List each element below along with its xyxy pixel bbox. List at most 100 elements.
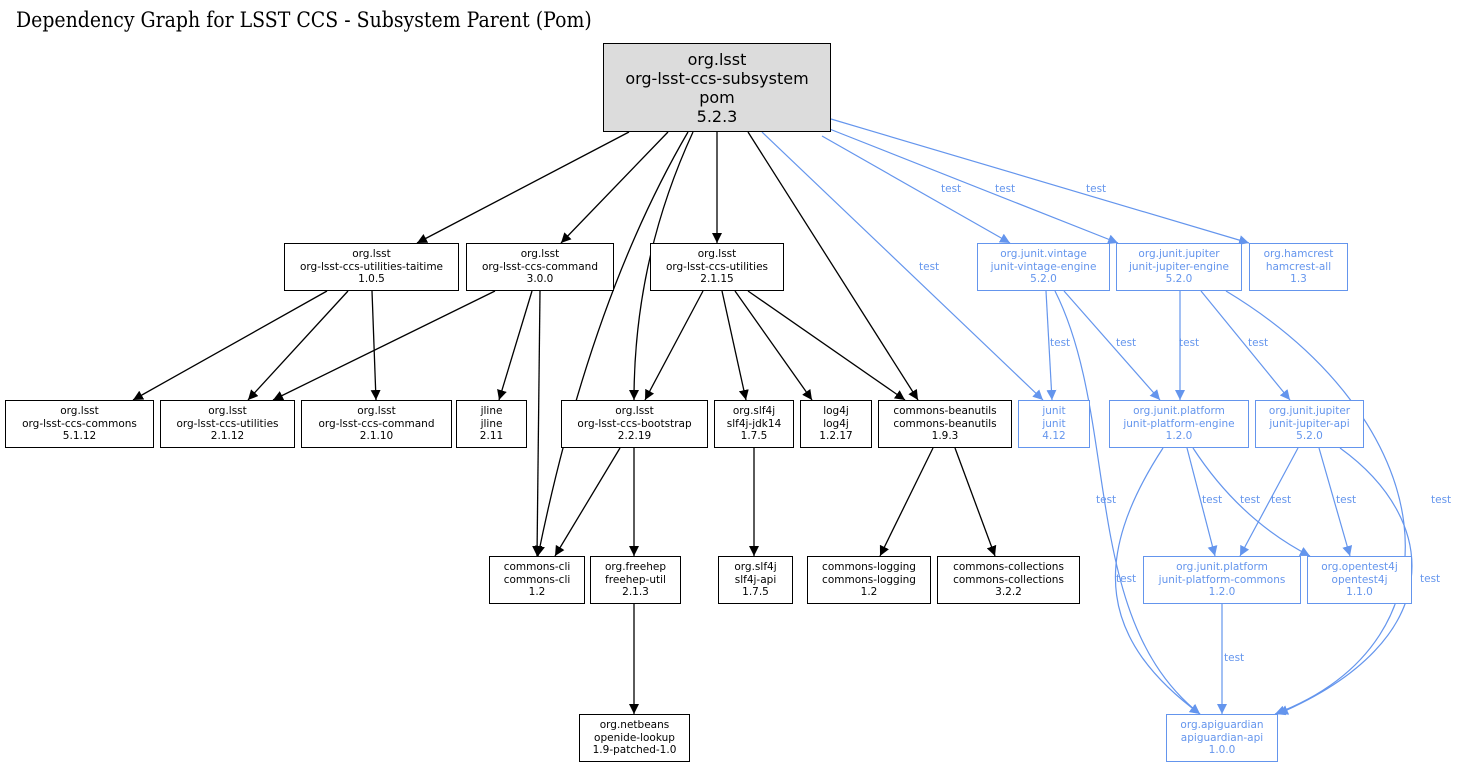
edge-scope-label: test: [1050, 337, 1071, 349]
node-group: org.lsst: [520, 248, 560, 261]
node-artifact: org-lsst-ccs-command: [318, 417, 435, 430]
node-version: 1.2: [860, 586, 878, 599]
node-artifact: org-lsst-ccs-utilities: [176, 417, 279, 430]
node-artifact: apiguardian-api: [1180, 731, 1264, 744]
edge-scope-label: test: [1086, 183, 1107, 195]
node-group: org.lsst: [208, 405, 247, 418]
dependency-edge: [560, 131, 669, 244]
node-group: log4j: [823, 405, 849, 418]
node-group: org.apiguardian: [1180, 719, 1264, 732]
node-version: 2.2.19: [617, 430, 652, 443]
dependency-edge: [272, 290, 496, 401]
edge-scope-label: test: [1248, 337, 1269, 349]
node-artifact: junit-jupiter-api: [1269, 417, 1350, 430]
node-version: 4.12: [1042, 430, 1066, 443]
node-version: 2.1.12: [210, 430, 245, 443]
node-artifact: commons-beanutils: [893, 417, 997, 430]
node-version: 5.1.12: [62, 430, 97, 443]
edge-scope-label: test: [1116, 573, 1137, 585]
node-group: org.opentest4j: [1321, 561, 1398, 574]
node-version: 1.2.17: [819, 430, 853, 443]
node-version: 5.2.0: [1030, 273, 1057, 286]
node-version: 1.2.0: [1208, 586, 1236, 599]
graph-title: Dependency Graph for LSST CCS - Subsyste…: [16, 8, 592, 32]
node-version: 1.9.3: [931, 430, 959, 443]
dependency-edge: [761, 131, 1044, 401]
node-group: org.junit.jupiter: [1268, 405, 1351, 418]
dependency-edge: [629, 131, 694, 401]
node-artifact: opentest4j: [1331, 573, 1388, 586]
node-version: 5.2.3: [696, 106, 738, 126]
node-artifact: org-lsst-ccs-utilities: [665, 260, 769, 273]
dependency-edge: [1186, 447, 1218, 557]
dependency-edge: [1114, 447, 1201, 715]
dependency-edge: [497, 290, 533, 401]
node-group: org.lsst: [615, 405, 654, 418]
dependency-edge: [879, 447, 934, 557]
node-group: org.lsst: [352, 248, 391, 261]
node-group: commons-beanutils: [893, 405, 997, 418]
edge-scope-label: test: [1240, 494, 1261, 506]
edge-scope-label: test: [919, 261, 940, 273]
dependency-edge: [1200, 290, 1291, 401]
node-group: org.lsst: [60, 405, 99, 418]
edge-scope-label: test: [1116, 337, 1137, 349]
edge-scope-label: test: [1179, 337, 1200, 349]
node-group: jline: [480, 405, 503, 418]
dependency-edge: [1045, 290, 1057, 401]
node-version: 2.11: [479, 430, 504, 443]
dependency-edge: [830, 118, 1250, 245]
dependency-edge: [747, 131, 919, 401]
node-version: 2.1.3: [622, 586, 649, 599]
dependency-edge: [1239, 447, 1299, 557]
node-version: 2.1.10: [359, 430, 394, 443]
edge-scope-label: test: [1096, 494, 1117, 506]
node-artifact: hamcrest-all: [1265, 260, 1332, 273]
node-group: org.slf4j: [734, 561, 777, 574]
node-version: 1.7.5: [740, 430, 768, 443]
edge-scope-label: test: [1224, 652, 1245, 664]
node-version: 1.2: [528, 586, 546, 599]
dependency-edge: [370, 290, 381, 401]
node-group: org.netbeans: [599, 719, 670, 732]
node-artifact: openide-lookup: [594, 731, 675, 744]
edge-scope-label: test: [1271, 494, 1292, 506]
node-artifact: org-lsst-ccs-bootstrap: [577, 417, 692, 430]
node-artifact: junit: [1042, 417, 1066, 430]
node-artifact: junit-platform-commons: [1158, 573, 1286, 586]
edge-scope-label: test: [941, 183, 962, 195]
edge-scope-label: test: [1202, 494, 1223, 506]
node-group: org.slf4j: [732, 405, 776, 418]
dependency-edge: [747, 290, 906, 401]
dependency-edge: [1318, 447, 1353, 557]
node-version: 1.2.0: [1165, 430, 1193, 443]
node-version: 1.7.5: [742, 586, 769, 599]
node-artifact: jline: [480, 417, 503, 430]
dependency-edge: [132, 290, 328, 401]
node-version: 3.2.2: [995, 586, 1022, 599]
node-group: junit: [1042, 405, 1066, 418]
node-group: org.junit.jupiter: [1138, 248, 1220, 261]
node-artifact: org-lsst-ccs-commons: [22, 417, 137, 430]
